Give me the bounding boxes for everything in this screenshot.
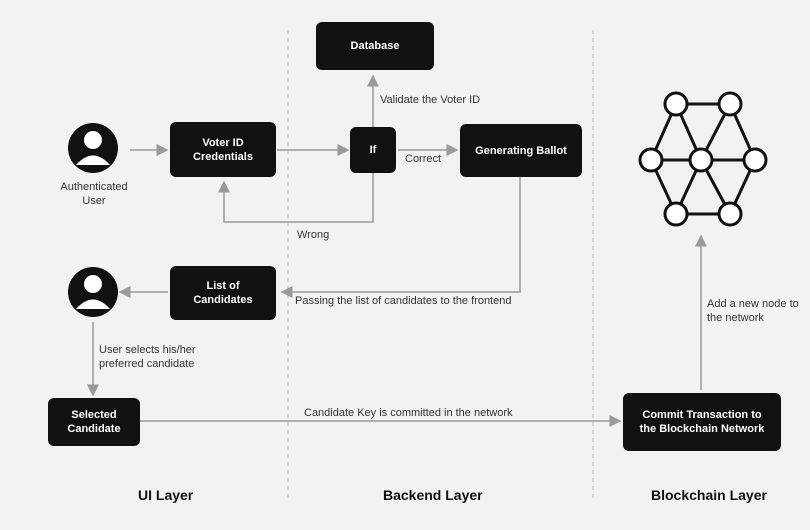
blockchain-network-icon	[638, 91, 768, 227]
user-icon	[68, 123, 118, 173]
list-of-candidates-node: List of Candidates	[170, 266, 276, 320]
user-icon	[68, 267, 118, 317]
voter-id-credentials-node: Voter ID Credentials	[170, 122, 276, 177]
generating-ballot-node: Generating Ballot	[460, 124, 582, 177]
selected-candidate-node: Selected Candidate	[48, 398, 140, 446]
ui-layer-title: UI Layer	[138, 487, 194, 503]
wrong-label: Wrong	[297, 229, 330, 241]
passing-candidates-label: Passing the list of candidates to the fr…	[295, 295, 512, 307]
arrow-wrong-loop	[218, 173, 374, 223]
authenticated-user-label: Authenticated User	[60, 181, 128, 207]
add-node-label: Add a new node to the network	[707, 298, 799, 324]
correct-label: Correct	[405, 153, 442, 165]
blockchain-layer-title: Blockchain Layer	[651, 487, 767, 503]
arrow-ballot-to-candidates	[280, 177, 521, 298]
validate-voter-id-label: Validate the Voter ID	[380, 94, 481, 106]
database-node: Database	[316, 22, 434, 70]
commit-transaction-node: Commit Transaction to the Blockchain Net…	[623, 393, 781, 451]
user-selects-label: User selects his/her preferred candidate	[99, 344, 196, 370]
backend-layer-title: Backend Layer	[383, 487, 483, 503]
if-node: If	[350, 127, 396, 173]
candidate-key-committed-label: Candidate Key is committed in the networ…	[304, 407, 513, 419]
